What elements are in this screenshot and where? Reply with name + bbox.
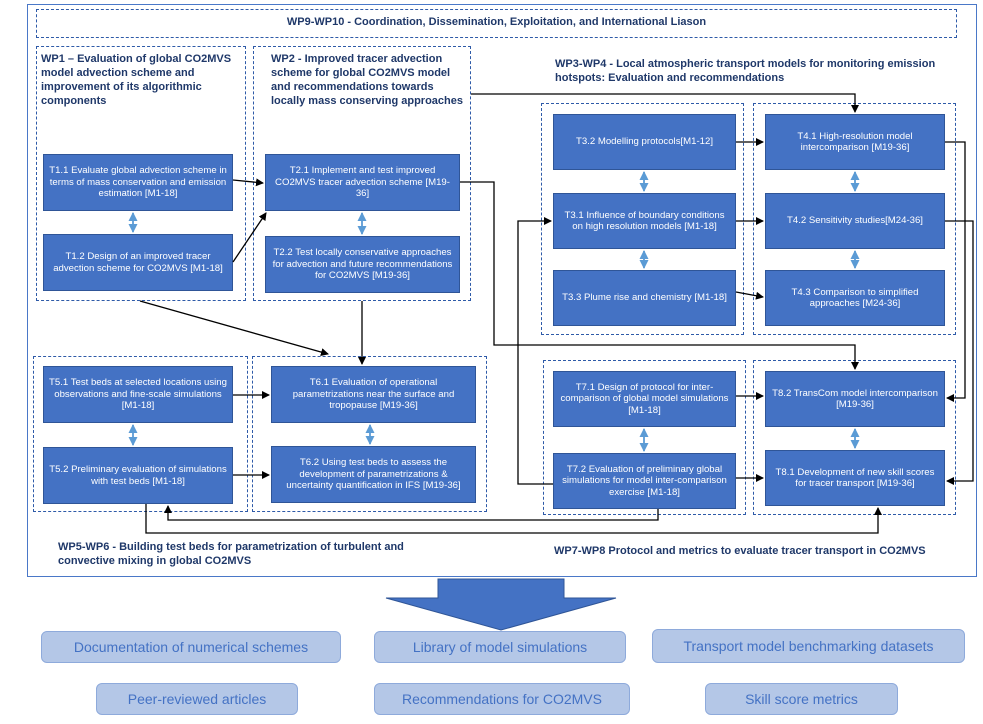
output-articles: Peer-reviewed articles — [96, 683, 298, 715]
task-t6-1[interactable]: T6.1 Evaluation of operational parametri… — [271, 366, 476, 423]
flow-arrows — [139, 93, 974, 534]
big-down-arrow — [385, 578, 617, 631]
wp2-group — [253, 46, 471, 301]
wp1-group — [36, 46, 246, 301]
task-t5-1[interactable]: T5.1 Test beds at selected locations usi… — [43, 366, 233, 423]
task-label: T8.1 Development of new skill scores for… — [775, 466, 935, 490]
task-label: T3.2 Modelling protocols[M1-12] — [575, 136, 714, 148]
wp1-heading: WP1 – Evaluation of global CO2MVS model … — [41, 53, 232, 107]
wp3-group — [541, 103, 744, 335]
task-t4-1[interactable]: T4.1 High-resolution model intercomparis… — [765, 114, 945, 170]
wp2-heading: WP2 - Improved tracer advection scheme f… — [271, 53, 463, 107]
task-t5-2[interactable]: T5.2 Preliminary evaluation of simulatio… — [43, 447, 233, 504]
task-label: T2.1 Implement and test improved CO2MVS … — [275, 165, 450, 200]
task-t8-1[interactable]: T8.1 Development of new skill scores for… — [765, 450, 945, 506]
task-label: T2.2 Test locally conservative approache… — [272, 247, 453, 282]
output-library: Library of model simulations — [374, 631, 626, 663]
task-t4-3[interactable]: T4.3 Comparison to simplified approaches… — [765, 270, 945, 326]
task-label: T6.1 Evaluation of operational parametri… — [292, 377, 455, 412]
wp6-group — [252, 356, 487, 512]
task-label: T5.1 Test beds at selected locations usi… — [49, 377, 227, 412]
project-frame — [27, 4, 977, 577]
task-t3-3[interactable]: T3.3 Plume rise and chemistry [M1-18] — [553, 270, 736, 326]
task-label: T7.2 Evaluation of preliminary global si… — [562, 463, 727, 498]
task-label: T4.3 Comparison to simplified approaches… — [791, 286, 919, 310]
task-t7-2[interactable]: T7.2 Evaluation of preliminary global si… — [553, 453, 736, 509]
task-label: T7.1 Design of protocol for inter-compar… — [560, 381, 729, 416]
task-t4-2[interactable]: T4.2 Sensitivity studies[M24-36] — [765, 193, 945, 249]
task-t2-1[interactable]: T2.1 Implement and test improved CO2MVS … — [265, 154, 460, 211]
task-label: T4.1 High-resolution model intercomparis… — [797, 130, 913, 154]
task-t3-2[interactable]: T3.2 Modelling protocols[M1-12] — [553, 114, 736, 170]
wp7-group — [543, 360, 746, 515]
task-t7-1[interactable]: T7.1 Design of protocol for inter-compar… — [553, 371, 736, 427]
wp5-wp6-heading: WP5-WP6 - Building test beds for paramet… — [58, 541, 404, 567]
task-label: T8.2 TransCom model intercomparison [M19… — [772, 387, 938, 411]
task-t1-2[interactable]: T1.2 Design of an improved tracer advect… — [43, 234, 233, 291]
task-t8-2[interactable]: T8.2 TransCom model intercomparison [M19… — [765, 371, 945, 427]
task-label: T3.1 Influence of boundary conditions on… — [564, 209, 725, 233]
wp3-wp4-heading: WP3-WP4 - Local atmospheric transport mo… — [555, 58, 936, 84]
task-label: T1.2 Design of an improved tracer advect… — [53, 251, 223, 274]
task-t6-2[interactable]: T6.2 Using test beds to assess the devel… — [271, 446, 476, 503]
output-recommendations: Recommendations for CO2MVS — [374, 683, 630, 715]
task-label: T6.2 Using test beds to assess the devel… — [286, 457, 461, 492]
task-label: T5.2 Preliminary evaluation of simulatio… — [49, 464, 227, 487]
output-skill-score: Skill score metrics — [705, 683, 898, 715]
task-t3-1[interactable]: T3.1 Influence of boundary conditions on… — [553, 193, 736, 249]
task-t1-1[interactable]: T1.1 Evaluate global advection scheme in… — [43, 154, 233, 211]
task-label: T3.3 Plume rise and chemistry [M1-18] — [562, 292, 727, 304]
wp9-wp10-heading: WP9-WP10 - Coordination, Dissemination, … — [286, 16, 707, 28]
wp5-group — [33, 356, 248, 512]
double-arrows — [128, 171, 860, 452]
task-label: T1.1 Evaluate global advection scheme in… — [49, 165, 227, 200]
wp7-wp8-heading: WP7-WP8 Protocol and metrics to evaluate… — [554, 545, 926, 557]
wp9-wp10-group — [36, 9, 957, 38]
output-benchmarking: Transport model benchmarking datasets — [652, 629, 965, 663]
task-label: T4.2 Sensitivity studies[M24-36] — [787, 215, 923, 227]
task-t2-2[interactable]: T2.2 Test locally conservative approache… — [265, 236, 460, 293]
output-documentation: Documentation of numerical schemes — [41, 631, 341, 663]
